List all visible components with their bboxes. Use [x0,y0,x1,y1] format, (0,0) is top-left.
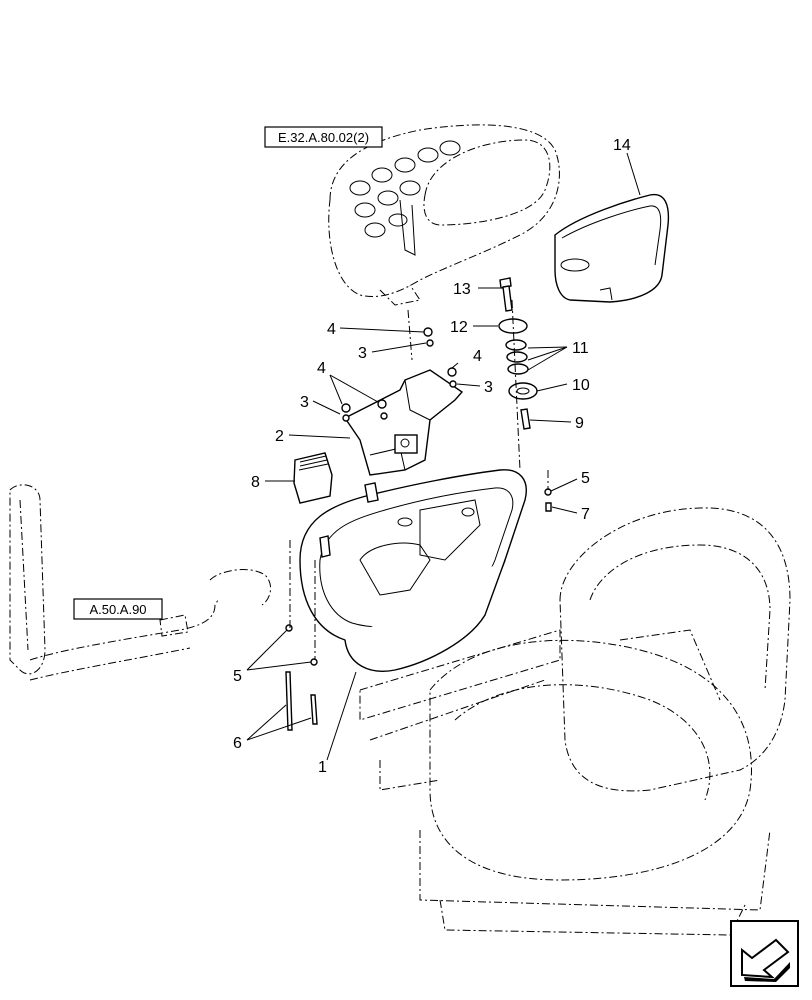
callout-numbers: 14 13 12 11 10 9 4 3 4 3 4 3 2 8 5 7 5 6… [233,137,631,776]
callout-5b: 5 [233,668,242,685]
part-8-filter [293,452,333,504]
callout-11: 11 [572,340,589,357]
leader-lines [246,152,641,761]
callout-7: 7 [581,506,590,523]
callout-4c: 4 [317,360,326,377]
callout-12: 12 [450,319,468,336]
callout-5a: 5 [581,470,590,487]
callout-8: 8 [251,474,260,491]
callout-4a: 4 [327,321,336,338]
reference-console[interactable]: E.32.A.80.02(2) [264,126,383,148]
callout-14: 14 [613,137,631,154]
part-14-tray [554,193,670,303]
console-phantom [328,124,560,361]
callout-13: 13 [453,281,471,298]
callout-10: 10 [572,377,590,394]
reference-console-label: E.32.A.80.02(2) [278,130,369,145]
part-2-bracket [343,369,464,476]
reference-armrest-label: A.50.A.90 [89,602,146,617]
armrest-phantom [9,484,272,681]
callout-4b: 4 [473,348,482,365]
next-page-arrow-icon[interactable] [730,920,799,987]
callout-3c: 3 [300,394,309,411]
callout-1: 1 [318,759,327,776]
hardware-stack [498,277,538,471]
callout-3b: 3 [484,379,493,396]
callout-6: 6 [233,735,242,752]
part-1-housing [289,469,549,672]
callout-2: 2 [275,428,284,445]
reference-armrest[interactable]: A.50.A.90 [73,598,163,620]
callout-9: 9 [575,415,584,432]
callout-3a: 3 [358,345,367,362]
